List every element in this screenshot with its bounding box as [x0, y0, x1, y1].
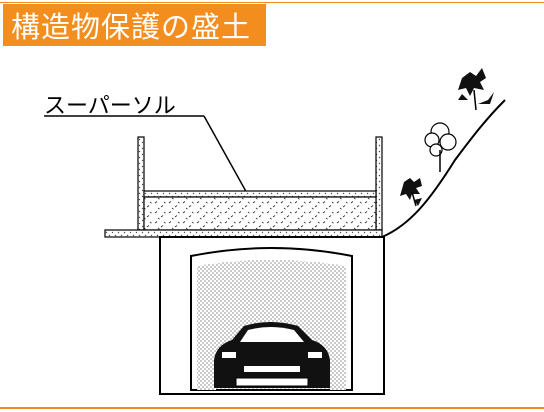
plant-icon [424, 122, 457, 172]
car-icon [214, 322, 330, 391]
plant-icon [458, 68, 494, 111]
bottom-divider [0, 407, 544, 409]
top-membrane [143, 190, 377, 198]
plant-icon [400, 178, 422, 207]
slope-line [381, 99, 506, 238]
super-soil-fill [143, 196, 377, 231]
title-banner: 構造物保護の盛土 [3, 4, 266, 46]
base-slab [104, 229, 383, 238]
material-label: スーパーソル [44, 94, 176, 119]
right-wall [375, 136, 383, 231]
left-wall [137, 136, 145, 231]
top-divider [0, 2, 544, 3]
page-title: 構造物保護の盛土 [11, 10, 252, 44]
